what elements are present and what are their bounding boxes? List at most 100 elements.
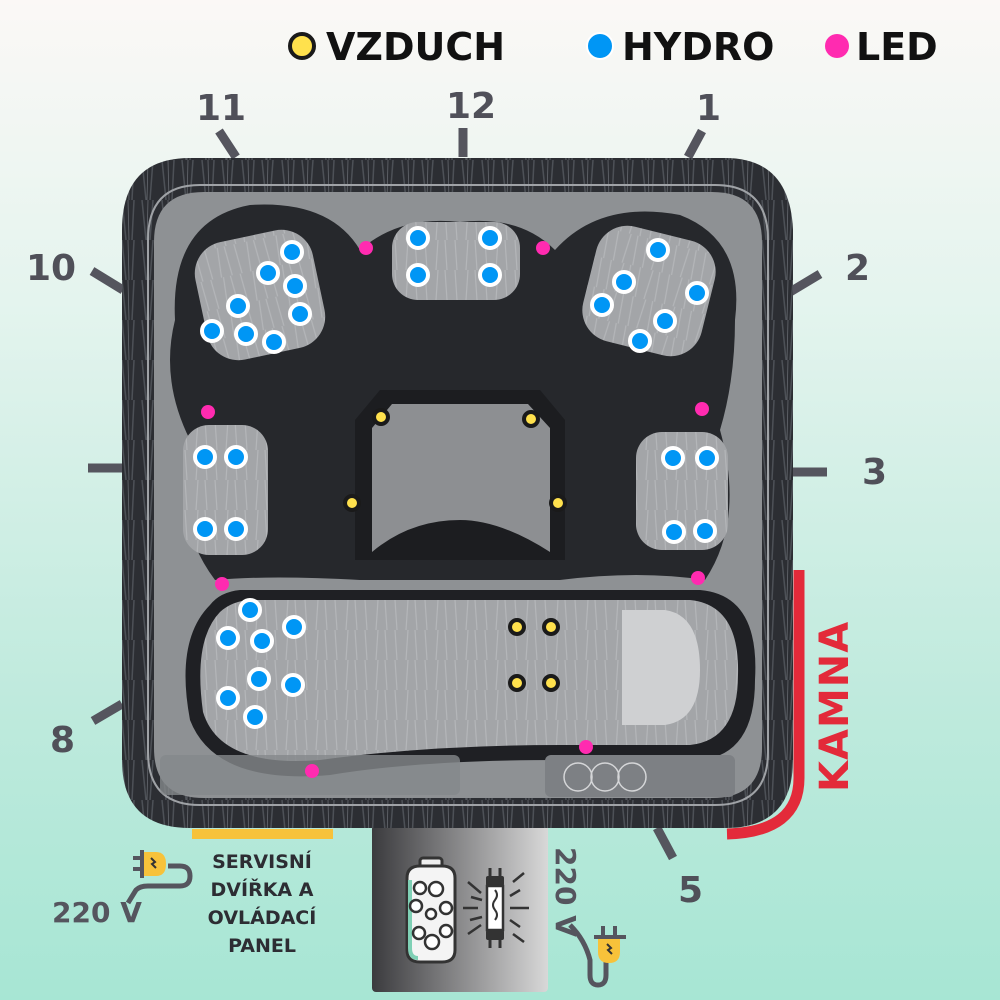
hydro-jet (478, 226, 502, 250)
air-jet (508, 618, 526, 636)
tub-inner-rim (147, 184, 769, 806)
hydro-jet (653, 309, 677, 333)
led-light (579, 740, 593, 754)
air-jet (549, 494, 567, 512)
uv-rays-icon (463, 872, 529, 944)
position-label-3: 3 (862, 452, 887, 493)
hydro-jet (193, 445, 217, 469)
hydro-jet (288, 302, 312, 326)
service-label-line-3: OVLÁDACÍ (208, 906, 317, 929)
service-panel-bar (192, 829, 333, 839)
hydro-jet (216, 686, 240, 710)
hydro-jet (200, 319, 224, 343)
filter-icon (405, 856, 457, 964)
hydro-jet (281, 673, 305, 697)
hydro-jet (590, 293, 614, 317)
voltage-label-right: 220 V (549, 847, 582, 937)
hydro-jet (282, 615, 306, 639)
led-light (691, 571, 705, 585)
heater-bar (726, 570, 805, 840)
hydro-jet (612, 270, 636, 294)
hydro-jet (193, 517, 217, 541)
air-jet (372, 408, 390, 426)
position-label-5: 5 (678, 870, 703, 911)
tick-11 (215, 128, 240, 160)
jets-layer (193, 226, 719, 778)
hydro-jet (247, 667, 271, 691)
air-jet (522, 410, 540, 428)
air-dot-icon (288, 32, 316, 60)
lounger-seat (200, 600, 739, 761)
hydro-jet (262, 330, 286, 354)
hydro-jet (661, 446, 685, 470)
hot-tub (122, 158, 793, 828)
hydro-jet (280, 240, 304, 264)
hydro-jet (256, 261, 280, 285)
hydro-jet (226, 294, 250, 318)
air-jet (508, 674, 526, 692)
hydro-jet (216, 626, 240, 650)
uv-lamp-icon (485, 868, 505, 948)
hydro-jet (628, 329, 652, 353)
hydro-jet (646, 238, 670, 262)
hydro-jet (406, 226, 430, 250)
heater-label: KAMNA (812, 621, 858, 792)
legend-label-hydro: HYDRO (622, 25, 774, 69)
position-label-1: 1 (696, 88, 721, 129)
led-light (305, 764, 319, 778)
led-light (695, 402, 709, 416)
hydro-jet (250, 629, 274, 653)
hydro-jet (478, 263, 502, 287)
legend-item-air: VZDUCH (288, 25, 505, 69)
cup-holders (563, 762, 647, 792)
step-area (545, 755, 735, 797)
position-label-8: 8 (50, 720, 75, 761)
legend: VZDUCH HYDRO LED (288, 25, 938, 69)
tick-2 (787, 270, 823, 296)
legend-label-air: VZDUCH (326, 25, 505, 69)
air-jet (542, 674, 560, 692)
air-jet (343, 494, 361, 512)
position-markers: 11 12 1 10 2 3 8 5 (26, 86, 887, 911)
led-light (215, 577, 229, 591)
legend-item-hydro: HYDRO (586, 25, 774, 69)
tick-1 (684, 128, 706, 160)
service-label: SERVISNÍ DVÍŘKA A OVLÁDACÍ PANEL (208, 850, 317, 957)
tick-10 (89, 267, 126, 294)
position-label-2: 2 (845, 248, 870, 289)
led-light (536, 241, 550, 255)
hydro-jet (695, 446, 719, 470)
tick-5 (653, 825, 677, 861)
service-label-line-4: PANEL (228, 935, 296, 957)
led-dot-icon (825, 34, 849, 58)
hydro-jet (662, 520, 686, 544)
air-jet (542, 618, 560, 636)
hydro-jet (283, 274, 307, 298)
voltage-label-left: 220 V (52, 896, 142, 929)
footwell-inner (372, 404, 550, 552)
hydro-jet (406, 263, 430, 287)
lounger-headrest (622, 610, 700, 725)
hydro-jet (234, 322, 258, 346)
position-label-11: 11 (196, 88, 246, 129)
hydro-jet (685, 281, 709, 305)
legend-label-led: LED (856, 25, 938, 69)
hydro-jet (224, 517, 248, 541)
seat-1 (582, 225, 716, 357)
led-light (359, 241, 373, 255)
hydro-jet (224, 445, 248, 469)
tick-8 (90, 700, 125, 725)
legend-item-led: LED (825, 25, 938, 69)
position-label-12: 12 (446, 86, 496, 127)
hydro-dot-icon (586, 32, 614, 60)
power-plug-right-icon (568, 923, 626, 988)
service-label-line-2: DVÍŘKA A (211, 878, 314, 901)
position-label-10: 10 (26, 248, 76, 289)
equipment-compartment (372, 825, 548, 992)
service-label-line-1: SERVISNÍ (212, 850, 312, 873)
led-light (201, 405, 215, 419)
power-plug-left-icon (125, 850, 193, 905)
hydro-jet (243, 705, 267, 729)
hydro-jet (238, 598, 262, 622)
